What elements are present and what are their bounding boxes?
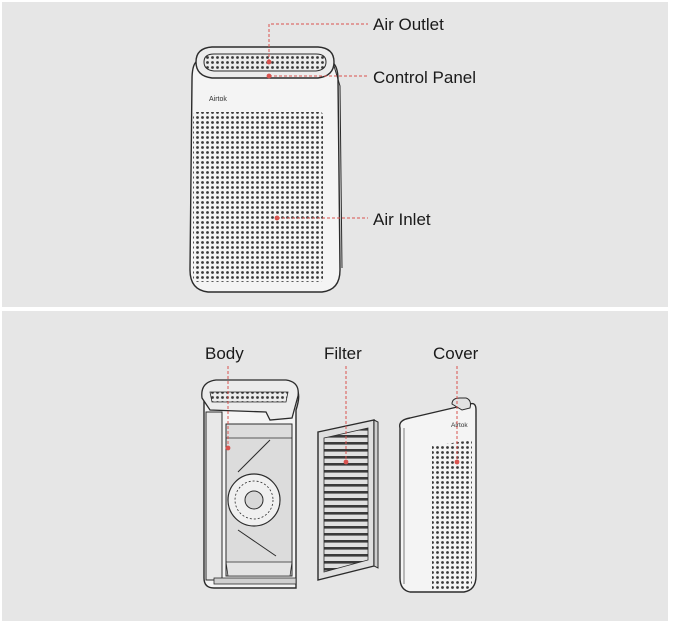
body-label: Body <box>205 344 244 363</box>
bottom-leader-lines <box>227 366 458 462</box>
body-marker <box>225 445 231 451</box>
filter-marker <box>343 459 349 465</box>
air-outlet-label: Air Outlet <box>373 15 444 34</box>
purifier-cover: Airtok <box>399 397 477 593</box>
control-panel-label: Control Panel <box>373 68 477 87</box>
filter-label: Filter <box>324 344 362 363</box>
air-outlet-marker <box>266 59 272 65</box>
purifier-filter <box>317 419 379 581</box>
air-inlet-label: Air Inlet <box>373 210 431 229</box>
air-inlet-marker <box>274 215 280 221</box>
control-panel-marker <box>266 73 272 79</box>
purifier-body <box>201 379 300 589</box>
cover-brand-logo: Airtok <box>451 422 468 429</box>
top-leader-lines <box>268 23 368 219</box>
cover-marker <box>454 459 460 465</box>
cover-label: Cover <box>433 344 479 363</box>
inlet-grille <box>193 112 323 282</box>
brand-logo: Airtok <box>209 96 227 103</box>
purifier-assembled: Airtok <box>189 46 343 293</box>
